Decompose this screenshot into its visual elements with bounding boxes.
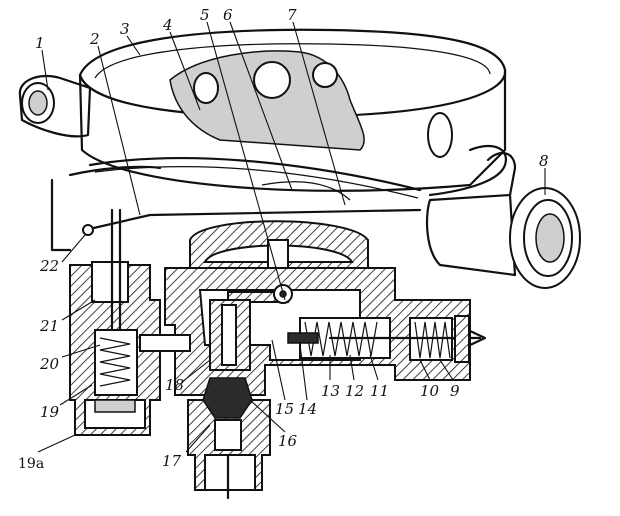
inner-lever xyxy=(209,284,293,371)
callout-2: 2 xyxy=(89,30,100,48)
callout-9: 9 xyxy=(450,382,460,400)
callout-4: 4 xyxy=(162,16,173,34)
reducer-housing xyxy=(164,220,471,396)
callout-6: 6 xyxy=(223,6,233,24)
callout-11: 11 xyxy=(370,382,389,400)
callout-18: 18 xyxy=(165,376,184,394)
callout-3: 3 xyxy=(120,20,130,38)
figure-label: 19а xyxy=(18,456,44,472)
callout-19: 19 xyxy=(40,403,60,421)
callout-17: 17 xyxy=(162,452,182,470)
callout-13: 13 xyxy=(321,382,340,400)
callout-10: 10 xyxy=(420,382,440,400)
callout-12: 12 xyxy=(345,382,364,400)
callout-15: 15 xyxy=(275,400,294,418)
callout-8: 8 xyxy=(539,152,549,170)
left-valve-assembly xyxy=(50,178,422,436)
callout-1: 1 xyxy=(35,34,45,52)
mixer-upper-body xyxy=(68,28,508,201)
callout-16: 16 xyxy=(278,432,298,450)
callout-5: 5 xyxy=(200,6,210,24)
bottom-fitting xyxy=(187,377,271,500)
callout-22: 22 xyxy=(39,257,59,275)
adjusting-needle xyxy=(287,315,487,363)
callout-21: 21 xyxy=(39,317,59,335)
callout-14: 14 xyxy=(298,400,317,418)
outlet-pipe-right xyxy=(425,151,581,289)
callout-7: 7 xyxy=(287,6,297,24)
callout-labels: 1 2 3 4 5 6 7 8 9 10 11 12 13 14 15 16 1… xyxy=(18,6,549,472)
leader-lines xyxy=(37,21,546,453)
callout-20: 20 xyxy=(39,355,60,373)
right-spring xyxy=(304,321,451,359)
inlet-pipe-left xyxy=(18,74,92,138)
